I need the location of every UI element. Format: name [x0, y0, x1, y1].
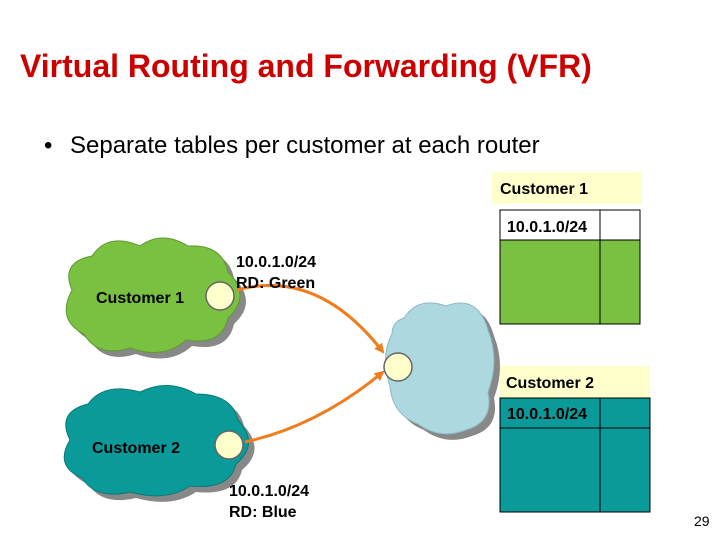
green-route-rd: RD: Green: [236, 275, 315, 292]
customer1-table-header-bg: [492, 172, 642, 204]
bullet-text: Separate tables per customer at each rou…: [70, 132, 540, 159]
customer2-table-header: Customer 2: [506, 375, 594, 392]
customer2-cloud-shape: [63, 385, 249, 497]
provider-cloud-shape: [385, 302, 495, 435]
customer1-table-header: Customer 1: [500, 181, 588, 198]
blue-route-rd: RD: Blue: [229, 504, 297, 521]
customer2-cloud: Customer 2: [63, 385, 255, 502]
customer1-table-body: [499, 239, 641, 325]
customer1-vrf-table: Customer 1 10.0.1.0/24: [492, 172, 642, 325]
customer1-cloud-label: Customer 1: [96, 290, 184, 307]
customer1-cloud-shape: [65, 237, 241, 353]
green-route-prefix: 10.0.1.0/24: [236, 254, 316, 271]
provider-edge-router: [383, 352, 413, 382]
blue-route-prefix: 10.0.1.0/24: [229, 483, 309, 500]
customer2-cloud-label: Customer 2: [92, 440, 180, 457]
customer2-edge-router: [214, 430, 244, 460]
customer1-table-entry: 10.0.1.0/24: [507, 219, 587, 236]
customer2-table-header-bg: [500, 366, 650, 398]
customer1-edge-router: [205, 281, 235, 311]
customer2-table-entry-row: [499, 397, 651, 429]
bullet-point: • Separate tables per customer at each ro…: [44, 132, 540, 160]
slide-title: Virtual Routing and Forwarding (VFR): [20, 48, 592, 84]
customer2-table-body: [499, 427, 651, 513]
bullet-dot: •: [44, 132, 53, 159]
customer1-cloud: Customer 1: [65, 237, 246, 359]
green-route-arrow: [236, 283, 385, 354]
customer2-vrf-table: Customer 2 10.0.1.0/24: [499, 366, 651, 513]
customer1-table-entry-row: [499, 209, 641, 241]
page-number: 29: [694, 513, 710, 529]
provider-cloud: [385, 302, 500, 440]
customer2-table-entry: 10.0.1.0/24: [507, 406, 587, 423]
blue-route-arrow: [244, 370, 385, 444]
